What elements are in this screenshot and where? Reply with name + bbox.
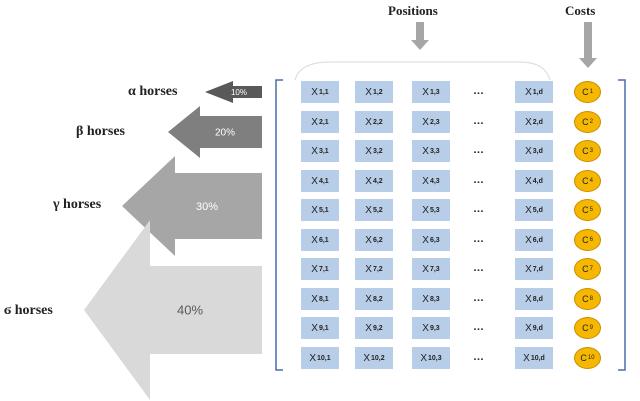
beta-horses-arrow	[168, 106, 262, 158]
alpha-horses-arrow	[205, 81, 262, 103]
alpha-percent-label: 10%	[231, 88, 247, 97]
left-bracket	[275, 79, 283, 371]
positions-down-arrow	[411, 22, 429, 50]
costs-header: Costs	[565, 3, 596, 18]
sigma-horses-arrow	[84, 220, 262, 400]
sigma-percent-label: 40%	[177, 303, 203, 318]
beta-horses-label: β horses	[76, 124, 125, 139]
ellipsis: …	[473, 85, 485, 97]
beta-percent-label: 20%	[215, 128, 235, 139]
positions-header: Positions	[388, 3, 438, 18]
alpha-horses-label: α horses	[128, 84, 178, 99]
matrix-outline	[294, 61, 551, 81]
ellipsis: …	[473, 203, 485, 215]
ellipsis: …	[473, 351, 485, 363]
costs-down-arrow	[579, 22, 597, 68]
sigma-horses-label: ϭ horses	[4, 303, 53, 318]
ellipsis: …	[473, 144, 485, 156]
ellipsis: …	[473, 233, 485, 245]
ellipsis: …	[473, 321, 485, 333]
gamma-horses-arrow	[122, 156, 262, 256]
ellipsis: …	[473, 174, 485, 186]
gamma-percent-label: 30%	[196, 201, 218, 213]
right-bracket	[618, 79, 626, 371]
gamma-horses-label: γ horses	[53, 197, 102, 212]
ellipsis: …	[473, 262, 485, 274]
ellipsis: …	[473, 292, 485, 304]
ellipsis: …	[473, 115, 485, 127]
